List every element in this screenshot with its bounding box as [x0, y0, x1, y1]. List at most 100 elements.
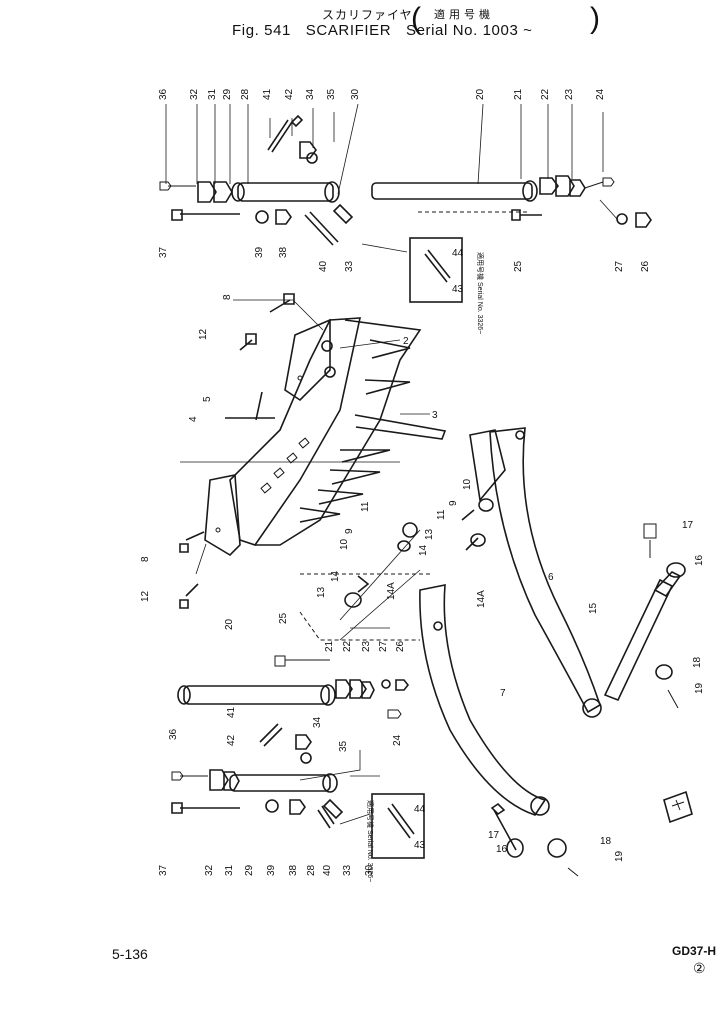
page-number: 5-136: [112, 946, 148, 962]
part-number-label: 42: [226, 734, 237, 746]
part-number-label: 19: [614, 850, 625, 862]
lower-shaft-assembly: [171, 655, 410, 829]
inset-box-lower: 44 43 適用号機 Serial No. 3326~: [366, 793, 426, 882]
part-number-label: 11: [436, 509, 447, 520]
part-number-label: 40: [322, 864, 333, 876]
part-number-label: 8: [140, 556, 151, 562]
part-number-label: 7: [500, 688, 506, 699]
part-number-label: 36: [158, 88, 169, 100]
part-number-label: 26: [640, 260, 651, 272]
svg-text:43: 43: [414, 840, 426, 851]
part-number-label: 13: [316, 586, 327, 598]
part-number-label: 32: [204, 864, 215, 876]
part-number-label: 16: [694, 554, 705, 566]
part-number-label: 41: [226, 706, 237, 718]
lower-inset-note: 適用号機 Serial No. 3326~: [366, 800, 375, 882]
part-number-label: 5: [202, 396, 213, 402]
part-number-label: 9: [344, 528, 355, 534]
part-number-label: 36: [168, 728, 179, 740]
svg-text:44: 44: [452, 248, 464, 259]
part-number-label: 2: [403, 336, 409, 347]
leader-lines: [165, 103, 619, 825]
part-number-label: 14A: [386, 582, 397, 600]
part-number-label: 25: [513, 260, 524, 272]
model-code: GD37-H: [672, 944, 717, 958]
cylinder-15: [603, 523, 686, 709]
part-number-label: 14: [418, 544, 429, 556]
arm-7: [419, 584, 550, 816]
part-number-label: 24: [595, 88, 606, 100]
upper-shaft-assembly: [159, 114, 652, 246]
part-number-label: 6: [548, 572, 554, 583]
part-number-label: 26: [395, 640, 406, 652]
part-number-label: 18: [692, 656, 703, 668]
part-number-label: 3: [432, 410, 438, 421]
part-number-label: 14A: [476, 590, 487, 608]
serial-close-paren: ): [590, 2, 600, 35]
part-number-label: 16: [496, 844, 508, 855]
part-number-label: 20: [224, 618, 235, 630]
part-number-label: 29: [222, 88, 233, 100]
part-number-label: 33: [342, 864, 353, 876]
part-number-label: 31: [224, 864, 235, 876]
part-number-label: 28: [240, 88, 251, 100]
small-hardware: [179, 293, 579, 877]
serial-open-paren: (: [411, 2, 421, 35]
part-number-label: 23: [564, 88, 575, 100]
part-number-label: 19: [694, 682, 705, 694]
part-number-label: 32: [189, 88, 200, 100]
part-number-label: 39: [266, 864, 277, 876]
part-number-label: 23: [361, 640, 372, 652]
part-number-label: 34: [305, 88, 316, 100]
part-number-label: 29: [244, 864, 255, 876]
part-number-label: 39: [254, 246, 265, 258]
part-number-label: 20: [475, 88, 486, 100]
part-number-label: 37: [158, 246, 169, 258]
part-number-label: 21: [324, 640, 335, 652]
part-number-label: 28: [306, 864, 317, 876]
part-number-label: 24: [392, 734, 403, 746]
svg-text:44: 44: [414, 804, 426, 815]
part-number-label: 12: [140, 590, 151, 602]
upper-inset-note: 適用号機 Serial No. 3326~: [476, 252, 485, 334]
part-number-label: 10: [462, 478, 473, 490]
part-number-label: 30: [364, 864, 375, 876]
part-number-label: 8: [222, 294, 233, 300]
part-number-label: 21: [513, 88, 524, 100]
part-number-label: 22: [540, 88, 551, 100]
part-number-label: 17: [488, 830, 500, 841]
scarifier-beam: [204, 317, 447, 557]
part-number-label: 17: [682, 520, 694, 531]
figure-title-line: Fig. 541 SCARIFIER Serial No. 1003 ~: [232, 22, 543, 39]
part-number-label: 27: [378, 640, 389, 652]
figure-title: SCARIFIER: [305, 22, 392, 39]
part-number-label: 11: [360, 501, 371, 512]
revision-mark: ②: [693, 960, 706, 976]
part-number-label: 31: [207, 88, 218, 100]
part-number-label: 41: [262, 88, 273, 100]
part-number-label: 40: [318, 260, 329, 272]
part-number-label: 27: [614, 260, 625, 272]
part-number-label: 14: [330, 570, 341, 582]
part-number-label: 30: [350, 88, 361, 100]
part-number-label: 15: [588, 602, 599, 614]
part-number-label: 38: [288, 864, 299, 876]
part-number-label: 4: [188, 416, 199, 422]
svg-text:43: 43: [452, 284, 464, 295]
japanese-serial-label: 適用号機: [434, 9, 494, 21]
serial-range: Serial No. 1003 ~: [405, 22, 533, 39]
part-number-label: 35: [326, 88, 337, 100]
part-number-label: 38: [278, 246, 289, 258]
part-number-label: 18: [600, 836, 612, 847]
part-number-label: 10: [339, 538, 350, 550]
part-number-label: 22: [342, 640, 353, 652]
part-number-label: 13: [424, 528, 435, 540]
part-number-label: 25: [278, 612, 289, 624]
part-number-label: 12: [198, 328, 209, 340]
part-number-label: 9: [448, 500, 459, 506]
arm-6: [469, 427, 602, 718]
part-number-label: 42: [284, 88, 295, 100]
